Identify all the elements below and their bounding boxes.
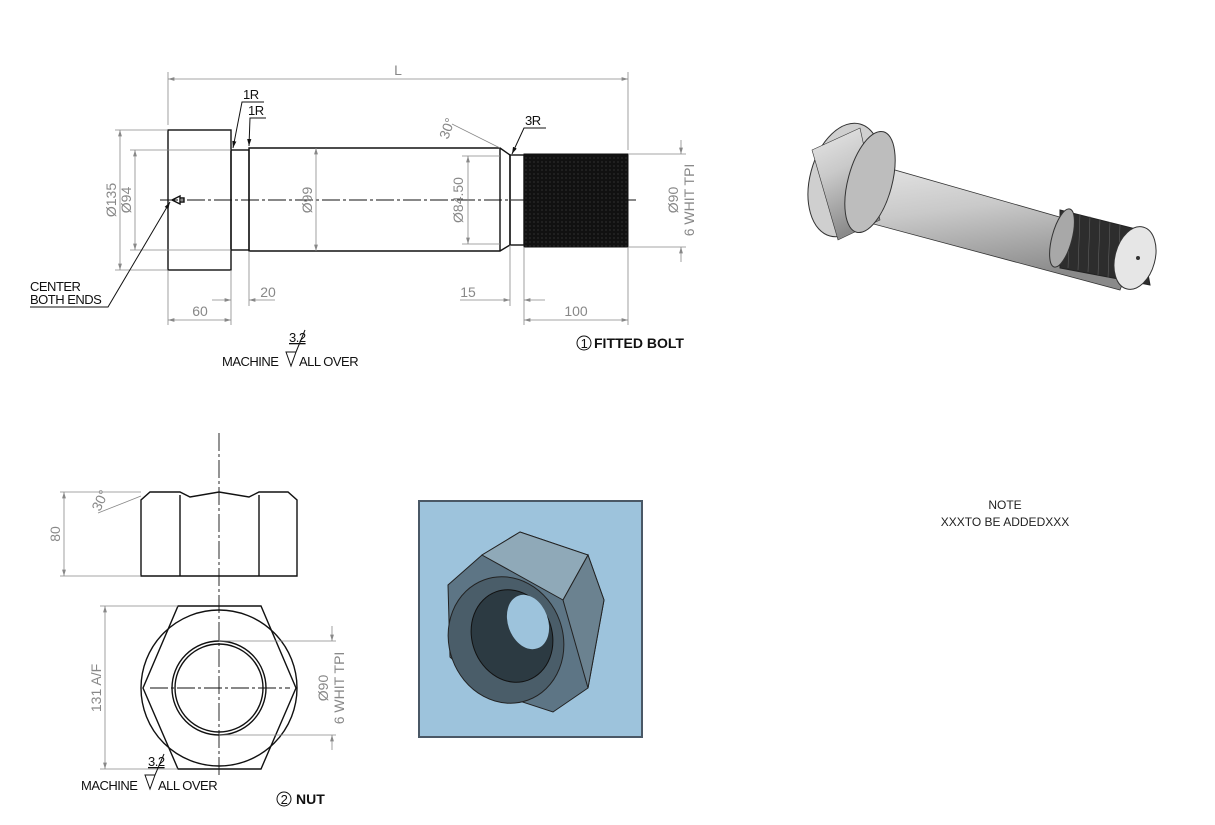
bolt-dimensions: L Ø135 Ø94 Ø99 Ø84.50 Ø90 6 WHIT TPI 60	[30, 62, 697, 325]
note-text: XXXTO BE ADDEDXXX	[941, 515, 1070, 529]
center-hole	[170, 194, 185, 206]
nut-dim-thread-dia: Ø90	[315, 675, 331, 702]
bolt-shank	[248, 147, 511, 252]
bolt-title: 1 FITTED BOLT	[576, 335, 684, 351]
nut-title-number: 2	[281, 792, 288, 807]
general-note: NOTE XXXTO BE ADDEDXXX	[941, 498, 1070, 529]
bolt-title-number: 1	[581, 336, 588, 351]
center-note-line1: CENTER	[30, 279, 81, 294]
dim-across-flats: 131 A/F	[88, 664, 104, 712]
radius-1-label: 1R	[243, 87, 259, 102]
dim-nut-height: 80	[47, 526, 63, 542]
dim-shank-dia: Ø99	[299, 187, 315, 214]
bolt-title-label: FITTED BOLT	[594, 335, 684, 351]
dim-relief-len: 15	[460, 284, 476, 300]
dim-head-dia: Ø135	[103, 183, 119, 217]
bolt-surface-finish: MACHINE 3.2 ALL OVER	[222, 329, 359, 369]
finish-left: MACHINE	[222, 354, 279, 369]
bolt-thread	[523, 153, 629, 248]
dim-groove-len: 20	[260, 284, 276, 300]
nut-side-view	[140, 491, 298, 577]
dim-thread-dia: Ø90	[665, 187, 681, 214]
nut-title-label: NUT	[296, 791, 325, 807]
dim-collar-dia: Ø94	[118, 187, 134, 214]
dim-thread-len: 100	[564, 303, 588, 319]
note-heading: NOTE	[988, 498, 1021, 512]
bolt-3d-render	[807, 122, 1157, 291]
nut-3d-render	[418, 500, 643, 738]
dim-length: L	[394, 62, 402, 78]
bolt-side-view	[160, 129, 636, 271]
nut-surface-finish: MACHINE 3.2 ALL OVER	[81, 753, 218, 793]
radius-2-label: 1R	[248, 103, 264, 118]
nut-finish-value: 3.2	[148, 754, 165, 769]
nut-dim-thread-spec: 6 WHIT TPI	[331, 652, 347, 725]
radius-3-label: 3R	[525, 113, 541, 128]
nut-title: 2 NUT	[276, 791, 325, 807]
dim-neck-dia: Ø84.50	[450, 177, 466, 223]
center-note-line2: BOTH ENDS	[30, 292, 102, 307]
finish-right: ALL OVER	[299, 354, 358, 369]
surface-finish-symbol	[285, 329, 306, 368]
bolt-chamfer-angle: 30°	[436, 116, 458, 141]
nut-surface-finish-symbol	[144, 753, 165, 791]
finish-value: 3.2	[289, 330, 306, 345]
nut-dimensions: 80 30° 131 A/F Ø90 6 WHIT TPI	[47, 487, 347, 770]
nut-finish-right: ALL OVER	[158, 778, 217, 793]
nut-finish-left: MACHINE	[81, 778, 138, 793]
dim-thread-spec: 6 WHIT TPI	[681, 164, 697, 237]
dim-head-len: 60	[192, 303, 208, 319]
